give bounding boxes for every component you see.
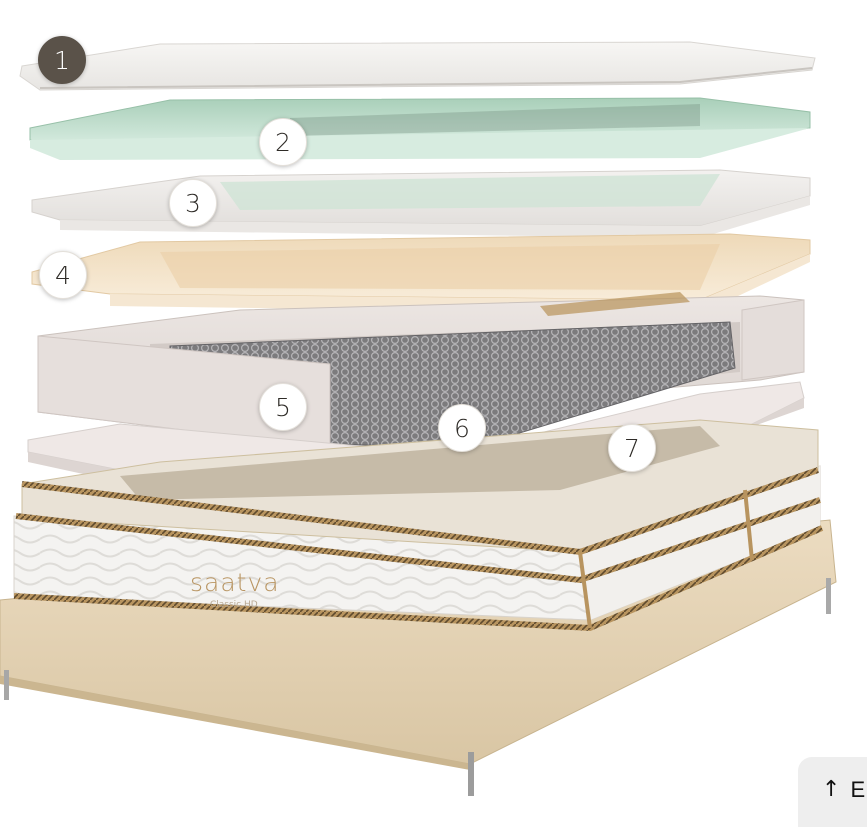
layer-marker-7[interactable]: 7 bbox=[608, 424, 656, 472]
layer-marker-4[interactable]: 4 bbox=[39, 251, 87, 299]
arrow-up-icon: ↑ bbox=[822, 777, 841, 802]
model-label: Classic HD bbox=[210, 600, 258, 610]
mattress-layers-illustration bbox=[0, 41, 837, 796]
layer-marker-6[interactable]: 6 bbox=[438, 404, 486, 452]
layer-2-green-foam bbox=[29, 97, 811, 160]
layer-3-comfort-foam bbox=[31, 169, 811, 238]
layer-4-latex-layer bbox=[31, 233, 811, 314]
layer-marker-5[interactable]: 5 bbox=[259, 383, 307, 431]
layer-marker-3[interactable]: 3 bbox=[169, 179, 217, 227]
scroll-button-label: E bbox=[850, 777, 866, 802]
scroll-to-top-button[interactable]: ↑ E bbox=[798, 757, 867, 827]
layer-marker-2[interactable]: 2 bbox=[259, 118, 307, 166]
layer-marker-1[interactable]: 1 bbox=[38, 36, 86, 84]
mattress-body bbox=[0, 419, 837, 796]
layer-1-top-layer bbox=[19, 41, 816, 91]
brand-logo: saatva bbox=[190, 568, 280, 597]
